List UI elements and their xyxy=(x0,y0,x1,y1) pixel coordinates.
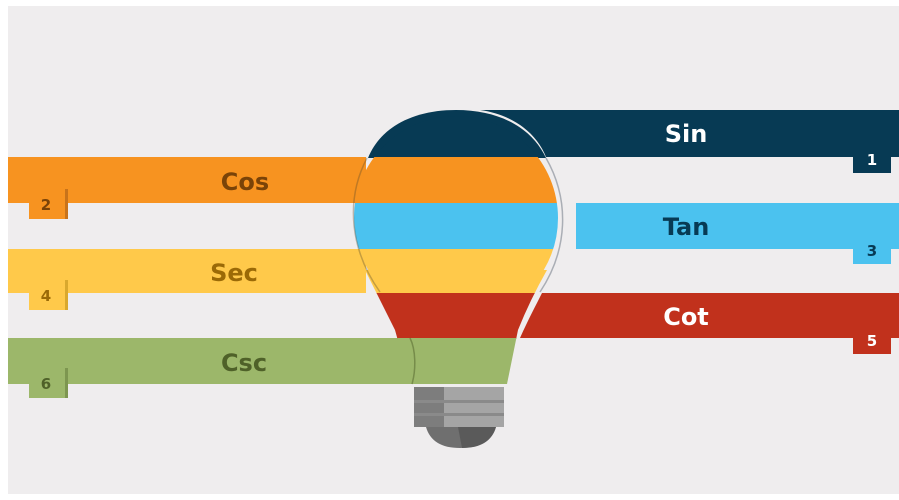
tab-3: 3 xyxy=(853,236,891,264)
neck-seam xyxy=(409,337,416,385)
globe-seam-left xyxy=(352,157,381,293)
tab-number-2: 2 xyxy=(41,196,51,214)
tab-5: 5 xyxy=(853,326,891,354)
tab-number-4: 4 xyxy=(41,287,51,305)
tab-number-6: 6 xyxy=(41,375,51,393)
band-csc xyxy=(8,338,504,384)
label-sin: Sin xyxy=(665,120,708,148)
tab-number-3: 3 xyxy=(867,242,877,260)
tab-1: 1 xyxy=(853,145,891,173)
tab-number-1: 1 xyxy=(867,151,877,169)
label-cot: Cot xyxy=(663,303,709,331)
label-tan: Tan xyxy=(663,213,710,241)
tab-number-5: 5 xyxy=(867,332,877,350)
label-csc: Csc xyxy=(221,349,267,377)
tab-6: 6 xyxy=(29,368,68,398)
band-tan xyxy=(576,203,899,249)
band-cot xyxy=(520,293,899,338)
bulb-base xyxy=(414,387,504,448)
tab-4: 4 xyxy=(29,280,68,310)
band-sin xyxy=(480,110,899,157)
label-cos: Cos xyxy=(221,168,269,196)
label-sec: Sec xyxy=(210,259,258,287)
tab-2: 2 xyxy=(29,189,68,219)
globe-seam-right xyxy=(539,157,564,293)
